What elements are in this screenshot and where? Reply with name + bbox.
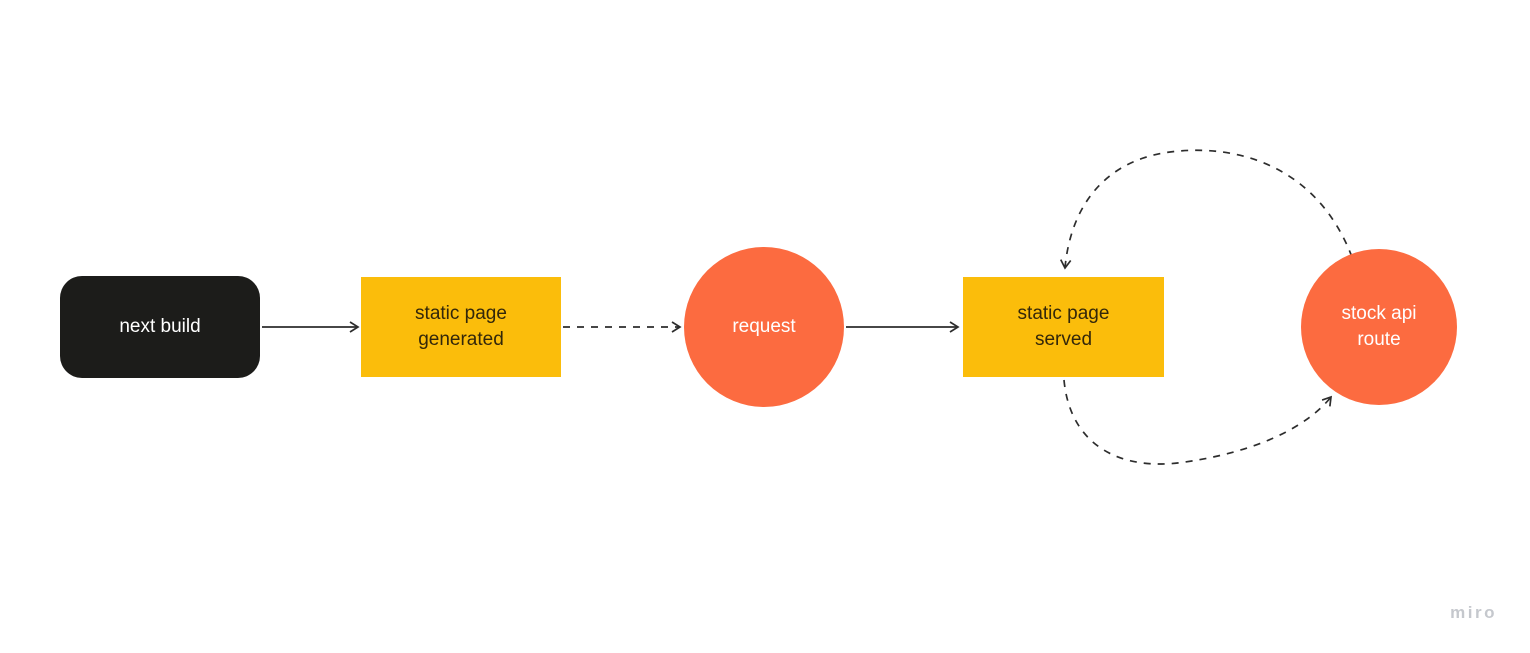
node-request[interactable]: request bbox=[684, 247, 844, 407]
connector-stock-api-route-to-static-page-served[interactable] bbox=[1059, 149, 1353, 270]
miro-watermark: miro bbox=[1450, 603, 1497, 622]
node-stock-api-route[interactable]: stock api route bbox=[1301, 249, 1457, 405]
node-static-page-generated-label: static page generated bbox=[415, 303, 507, 350]
node-next-build[interactable]: next build bbox=[60, 276, 260, 378]
node-static-page-generated[interactable]: static page generated bbox=[361, 277, 561, 377]
node-static-page-served[interactable]: static page served bbox=[963, 277, 1164, 377]
node-request-label: request bbox=[732, 316, 796, 338]
node-static-page-served-label: static page served bbox=[1017, 303, 1110, 350]
node-next-build-label: next build bbox=[119, 316, 201, 338]
connector-static-page-served-to-stock-api-route[interactable] bbox=[1063, 379, 1333, 465]
node-stock-api-route-label: stock api route bbox=[1341, 303, 1417, 350]
